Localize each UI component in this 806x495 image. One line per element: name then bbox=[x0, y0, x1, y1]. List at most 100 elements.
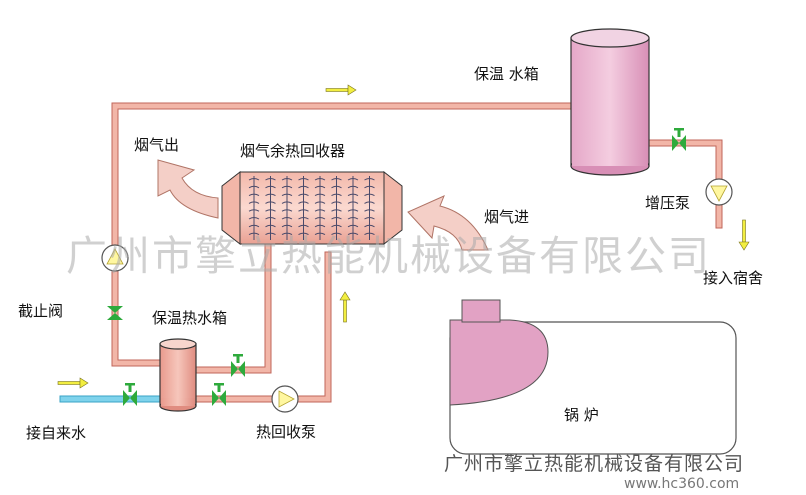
recovery-tube-fin bbox=[265, 217, 276, 220]
flue-in-arrow bbox=[407, 195, 489, 251]
watermark-company: 广州市擎立热能机械设备有限公司 bbox=[66, 232, 711, 280]
recovery-tube-fin bbox=[298, 193, 309, 197]
label-stop-valve: 截止阀 bbox=[18, 302, 64, 320]
recovery-tube-fin bbox=[347, 232, 359, 236]
recovery-tube-fin bbox=[314, 193, 326, 197]
stop-valve-left bbox=[107, 306, 123, 320]
recovery-tube-fin bbox=[248, 232, 260, 236]
recovery-tube-fin bbox=[314, 185, 326, 189]
label-to-dormitory: 接入宿舍 bbox=[703, 269, 764, 287]
boiler bbox=[449, 299, 737, 455]
recovery-tube-fin bbox=[248, 178, 260, 181]
recovery-tube-fin bbox=[331, 224, 342, 228]
boiler-burner-dome bbox=[449, 319, 549, 406]
flow-arrow-down bbox=[738, 219, 750, 251]
label-flue-out: 烟气出 bbox=[134, 136, 180, 154]
recovery-tube-fin bbox=[331, 201, 342, 204]
recovery-tube-fin bbox=[314, 217, 326, 220]
valve-tap-water bbox=[123, 383, 137, 406]
recovery-tube-fin bbox=[347, 193, 359, 197]
valve-tank-outlet bbox=[212, 383, 226, 406]
recovery-tube-fin bbox=[248, 217, 260, 220]
recovery-tube-fin bbox=[331, 209, 342, 212]
insulated-water-tank bbox=[570, 28, 650, 176]
recovery-tube-fin bbox=[347, 217, 359, 220]
valve-booster bbox=[672, 128, 686, 151]
recovery-tube-fin bbox=[298, 224, 309, 228]
recovery-tube-fin bbox=[298, 178, 309, 181]
recovery-tube-fin bbox=[281, 178, 293, 181]
recovery-tube-fin bbox=[314, 224, 326, 228]
pump-circulation-left bbox=[101, 244, 129, 272]
recovery-tube-fin bbox=[331, 217, 342, 220]
recovery-tube-fin bbox=[248, 185, 260, 189]
label-flue-in: 烟气进 bbox=[484, 208, 530, 226]
recovery-unit-tubes bbox=[248, 176, 375, 240]
footer-url: www.hc360.com bbox=[624, 476, 740, 492]
hot-water-tank bbox=[159, 338, 197, 412]
recovery-tube-fin bbox=[347, 178, 359, 181]
flow-arrow-top bbox=[325, 84, 357, 96]
recovery-tube-fin bbox=[298, 217, 309, 220]
recovery-tube-fin bbox=[281, 224, 293, 228]
recovery-tube-fin bbox=[364, 193, 375, 197]
flow-arrow-up bbox=[339, 291, 351, 323]
recovery-tube-fin bbox=[331, 193, 342, 197]
valve-recovery-return bbox=[231, 354, 245, 377]
recovery-tube-fin bbox=[265, 209, 276, 212]
label-tap-water-in: 接自来水 bbox=[26, 424, 87, 442]
recovery-tube-fin bbox=[331, 178, 342, 181]
booster-pump bbox=[705, 178, 733, 206]
pipe-tap-water bbox=[59, 395, 165, 403]
recovery-tube-fin bbox=[364, 224, 375, 228]
recovery-tube-fin bbox=[347, 209, 359, 212]
recovery-tube-fin bbox=[298, 185, 309, 189]
recovery-tube-fin bbox=[364, 185, 375, 189]
label-boiler: 锅 炉 bbox=[564, 406, 599, 424]
label-booster-pump: 增压泵 bbox=[645, 194, 691, 212]
label-recovery-unit: 烟气余热回收器 bbox=[240, 142, 346, 160]
recovery-tube-fin bbox=[298, 201, 309, 204]
recovery-tube-fin bbox=[265, 193, 276, 197]
recovery-tube-fin bbox=[314, 209, 326, 212]
recovery-tube-fin bbox=[331, 232, 342, 236]
recovery-tube-fin bbox=[364, 232, 375, 236]
label-hot-water-tank: 保温热水箱 bbox=[152, 309, 228, 327]
recovery-tube-fin bbox=[298, 232, 309, 236]
recovery-tube-fin bbox=[281, 217, 293, 220]
recovery-tube-fin bbox=[265, 178, 276, 181]
flue-out-arrow bbox=[157, 159, 219, 219]
recovery-tube-fin bbox=[364, 209, 375, 212]
recovery-tube-fin bbox=[265, 224, 276, 228]
flow-arrow-tap-water bbox=[57, 377, 89, 389]
label-heat-recovery-pump: 热回收泵 bbox=[256, 423, 317, 441]
recovery-tube-fin bbox=[281, 193, 293, 197]
recovery-tube-fin bbox=[314, 178, 326, 181]
label-insulated-water-tank: 保温 水箱 bbox=[474, 65, 539, 83]
recovery-tube-fin bbox=[248, 209, 260, 212]
recovery-tube-fin bbox=[281, 201, 293, 204]
recovery-tube-fin bbox=[248, 193, 260, 197]
recovery-tube-fin bbox=[248, 224, 260, 228]
recovery-tube-fin bbox=[265, 201, 276, 204]
recovery-tube-fin bbox=[314, 232, 326, 236]
recovery-tube-fin bbox=[364, 201, 375, 204]
heat-recovery-pump bbox=[271, 385, 299, 413]
recovery-tube-fin bbox=[298, 209, 309, 212]
recovery-tube-fin bbox=[265, 185, 276, 189]
recovery-tube-fin bbox=[347, 224, 359, 228]
recovery-tube-fin bbox=[347, 185, 359, 189]
boiler-flue-stack bbox=[461, 299, 501, 323]
recovery-tube-fin bbox=[281, 185, 293, 189]
recovery-tube-fin bbox=[265, 232, 276, 236]
recovery-tube-fin bbox=[248, 201, 260, 204]
recovery-tube-fin bbox=[347, 201, 359, 204]
recovery-tube-fin bbox=[281, 209, 293, 212]
recovery-tube-fin bbox=[281, 232, 293, 236]
footer-company: 广州市擎立热能机械设备有限公司 bbox=[444, 453, 745, 475]
flue-heat-recovery-unit bbox=[221, 170, 403, 246]
recovery-tube-fin bbox=[364, 178, 375, 181]
recovery-tube-fin bbox=[364, 217, 375, 220]
